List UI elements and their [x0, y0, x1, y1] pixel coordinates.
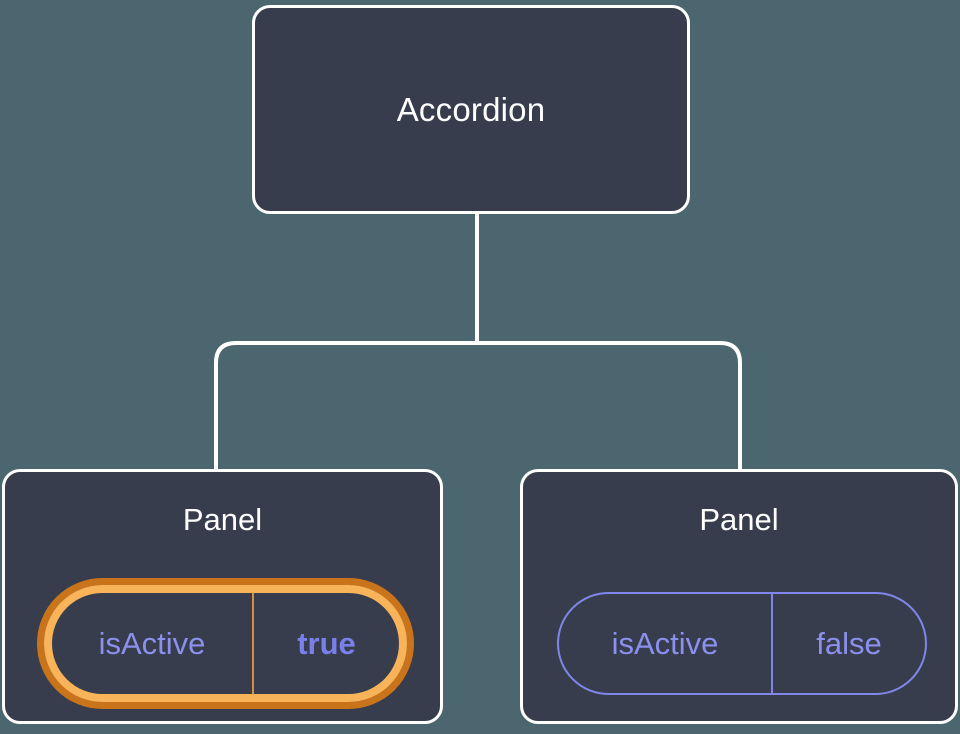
- prop-key-isactive-true: isActive: [52, 593, 254, 694]
- prop-value-false: false: [816, 625, 882, 661]
- connector-branch-bus: [214, 341, 742, 469]
- prop-key-isactive-false: isActive: [559, 594, 773, 693]
- node-panel-inactive[interactable]: Panel isActive false: [520, 469, 958, 724]
- node-accordion[interactable]: Accordion: [252, 5, 690, 214]
- prop-pill-inactive[interactable]: isActive false: [557, 592, 927, 695]
- prop-pill-active[interactable]: isActive true: [37, 578, 414, 709]
- node-accordion-title: Accordion: [396, 91, 546, 128]
- prop-pill-active-inner: isActive true: [44, 585, 407, 702]
- prop-value-true: true: [297, 625, 356, 661]
- prop-pill-inactive-wrap: isActive false: [557, 592, 927, 695]
- prop-pill-active-wrap: isActive true: [37, 578, 414, 709]
- node-panel-active-title: Panel: [182, 502, 263, 537]
- node-panel-inactive-title: Panel: [699, 502, 779, 537]
- node-panel-active[interactable]: Panel isActive true: [2, 469, 443, 724]
